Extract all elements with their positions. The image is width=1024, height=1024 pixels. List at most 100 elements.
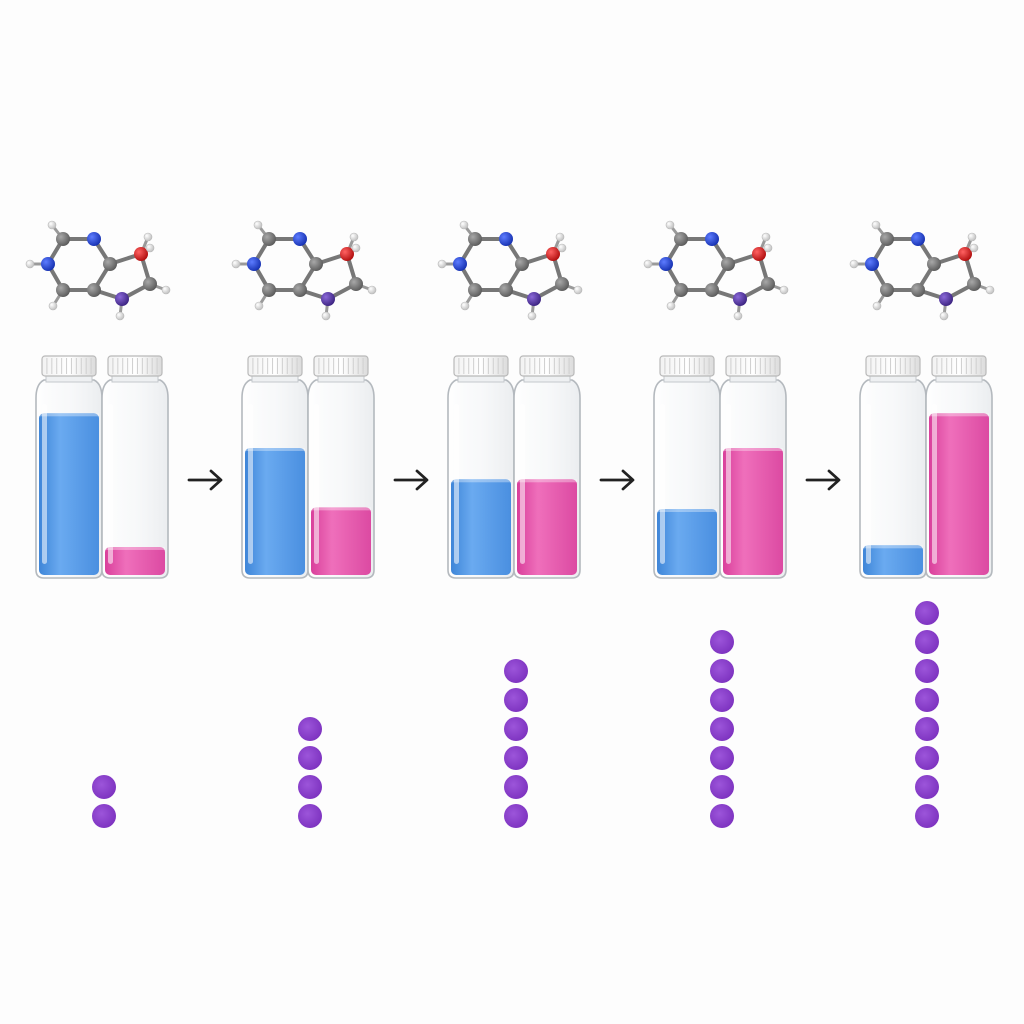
molecule-hydrogen bbox=[557, 243, 567, 253]
dot-icon bbox=[710, 688, 734, 712]
molecule-hydrogen bbox=[849, 259, 859, 269]
dot-icon bbox=[298, 775, 322, 799]
dot-column bbox=[504, 659, 528, 828]
blue-bottle bbox=[653, 355, 721, 579]
molecule-atom bbox=[705, 232, 719, 246]
blue-bottle bbox=[859, 355, 927, 579]
blue-liquid-level bbox=[451, 479, 511, 575]
molecule-hydrogen bbox=[459, 220, 469, 230]
bottle-pair bbox=[241, 355, 375, 579]
blue-liquid-level bbox=[863, 545, 923, 575]
bottle-neck bbox=[869, 375, 917, 383]
blue-bottle bbox=[447, 355, 515, 579]
molecule-hydrogen bbox=[48, 301, 58, 311]
molecule-hydrogen bbox=[665, 220, 675, 230]
molecule-atom bbox=[880, 232, 894, 246]
molecule-atom bbox=[499, 283, 513, 297]
molecule-atom bbox=[515, 257, 529, 271]
molecule-atom bbox=[468, 283, 482, 297]
molecule-atom bbox=[41, 257, 55, 271]
molecule-atom bbox=[247, 257, 261, 271]
molecule-hydrogen bbox=[321, 311, 331, 321]
glass-highlight bbox=[42, 404, 47, 564]
bottle-neck bbox=[251, 375, 299, 383]
molecule-hydrogen bbox=[967, 232, 977, 242]
cap-body bbox=[247, 355, 303, 377]
molecule-icon bbox=[849, 220, 995, 321]
molecule-atom bbox=[555, 277, 569, 291]
dot-icon bbox=[92, 804, 116, 828]
bottle-cap bbox=[519, 355, 575, 377]
dot-icon bbox=[710, 659, 734, 683]
liquid-surface bbox=[657, 509, 717, 512]
molecule-hydrogen bbox=[254, 301, 264, 311]
molecule-atom bbox=[56, 232, 70, 246]
molecule-atom bbox=[340, 247, 354, 261]
molecule-hydrogen bbox=[872, 301, 882, 311]
bottle-cap bbox=[41, 355, 97, 377]
bottle-neck bbox=[523, 375, 571, 383]
molecule-icon bbox=[643, 220, 789, 321]
molecule-atom bbox=[674, 232, 688, 246]
molecule-atom bbox=[262, 232, 276, 246]
liquid-surface bbox=[39, 413, 99, 417]
molecule-hydrogen bbox=[643, 259, 653, 269]
pink-bottle bbox=[719, 355, 787, 579]
liquid-surface bbox=[929, 413, 989, 417]
molecule-atom bbox=[865, 257, 879, 271]
molecule-hydrogen bbox=[555, 232, 565, 242]
cap-body bbox=[519, 355, 575, 377]
glass-highlight bbox=[454, 404, 459, 564]
bottle-cap bbox=[453, 355, 509, 377]
molecule-atom bbox=[56, 283, 70, 297]
bottle-neck bbox=[457, 375, 505, 383]
bottle-cap bbox=[865, 355, 921, 377]
molecule-atom bbox=[880, 283, 894, 297]
molecule-hydrogen bbox=[367, 285, 377, 295]
molecule-atom bbox=[939, 292, 953, 306]
bottle-cap bbox=[107, 355, 163, 377]
molecule-hydrogen bbox=[349, 232, 359, 242]
liquid-surface bbox=[245, 447, 305, 451]
dot-icon bbox=[710, 775, 734, 799]
molecule-atom bbox=[674, 283, 688, 297]
dot-icon bbox=[504, 746, 528, 770]
bottle-cap bbox=[247, 355, 303, 377]
pink-liquid-level bbox=[311, 507, 371, 575]
dot-icon bbox=[710, 746, 734, 770]
glass-highlight bbox=[248, 404, 253, 564]
bottle-neck bbox=[729, 375, 777, 383]
bottle-pair bbox=[447, 355, 581, 579]
dot-icon bbox=[298, 717, 322, 741]
right-arrow-icon bbox=[805, 469, 841, 491]
molecule-row bbox=[25, 220, 995, 321]
cap-body bbox=[659, 355, 715, 377]
arrow-head bbox=[621, 469, 635, 491]
arrow-row bbox=[187, 469, 841, 491]
dot-icon bbox=[915, 775, 939, 799]
cap-body bbox=[313, 355, 369, 377]
molecule-hydrogen bbox=[985, 285, 995, 295]
blue-liquid-level bbox=[39, 413, 99, 575]
bottle-neck bbox=[935, 375, 983, 383]
molecule-atom bbox=[293, 232, 307, 246]
glass-highlight bbox=[108, 404, 113, 564]
dot-icon bbox=[710, 804, 734, 828]
molecule-hydrogen bbox=[143, 232, 153, 242]
dot-icon bbox=[298, 804, 322, 828]
molecule-hydrogen bbox=[666, 301, 676, 311]
molecule-hydrogen bbox=[437, 259, 447, 269]
glass-highlight bbox=[660, 404, 665, 564]
pink-bottle bbox=[513, 355, 581, 579]
molecule-hydrogen bbox=[763, 243, 773, 253]
right-arrow-icon bbox=[393, 469, 429, 491]
molecule-atom bbox=[911, 232, 925, 246]
bottle-cap bbox=[313, 355, 369, 377]
molecule-atom bbox=[115, 292, 129, 306]
bottle-glass bbox=[101, 379, 169, 579]
right-arrow-icon bbox=[187, 469, 223, 491]
molecule-hydrogen bbox=[145, 243, 155, 253]
glass-highlight bbox=[314, 404, 319, 564]
pink-liquid-level bbox=[929, 413, 989, 575]
